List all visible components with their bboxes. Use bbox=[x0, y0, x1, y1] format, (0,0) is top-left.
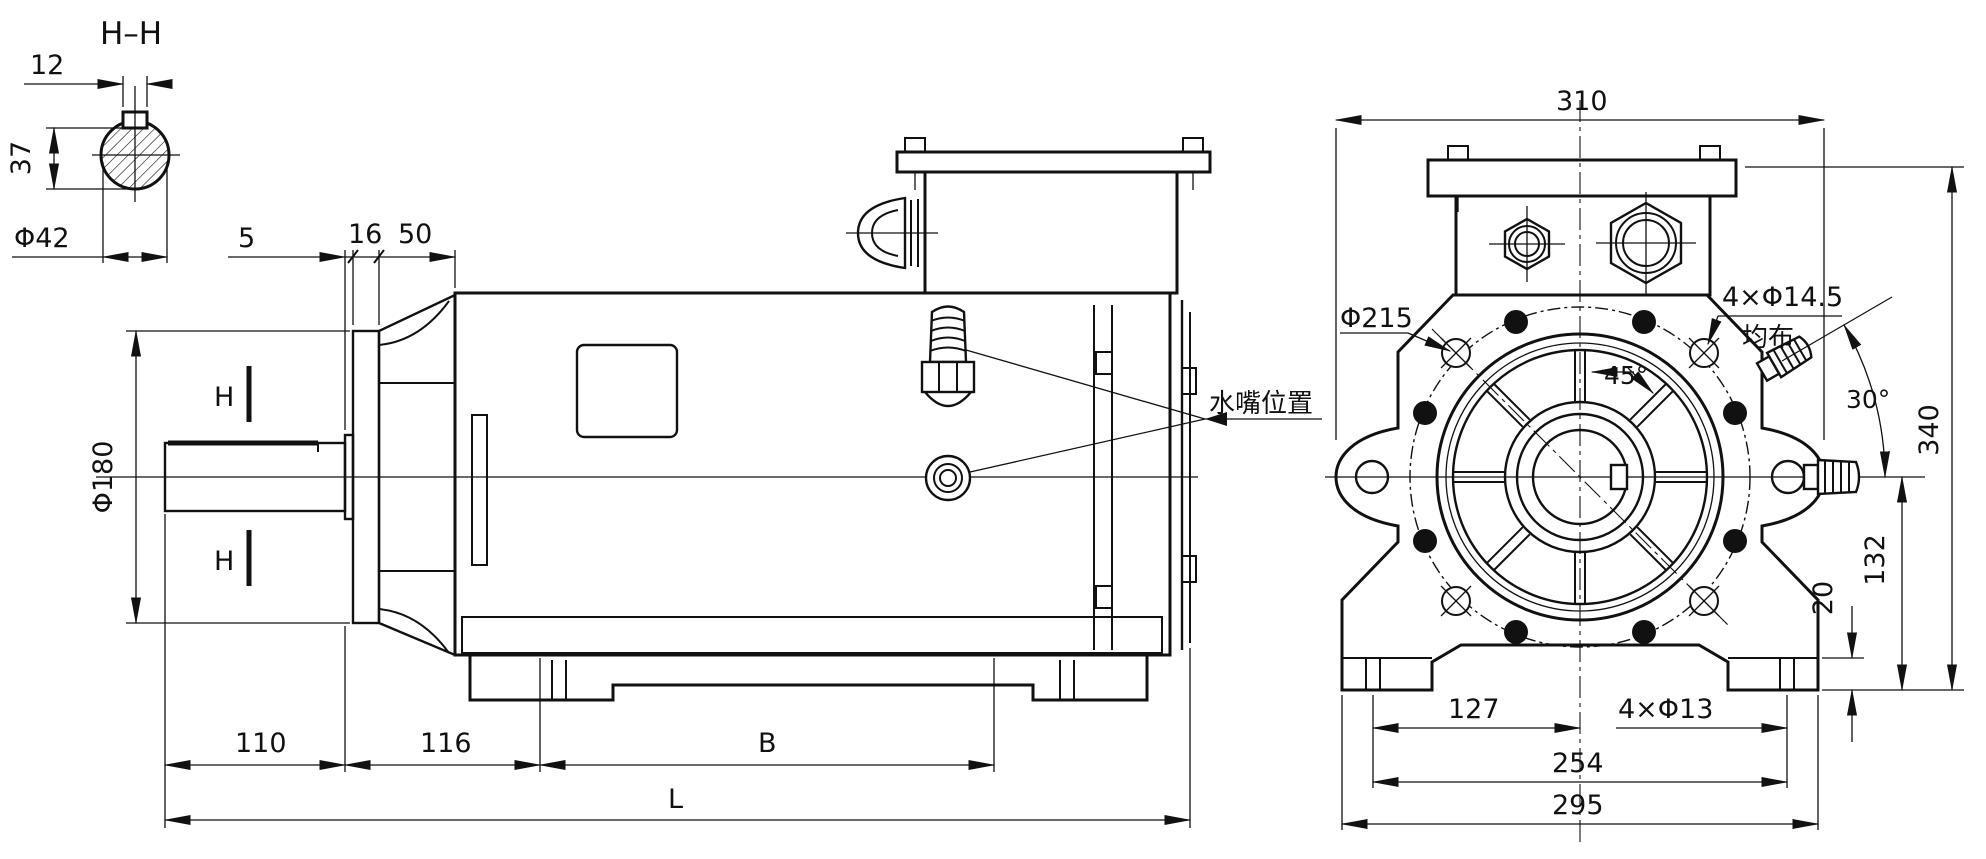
terminal-box-lid-front bbox=[1426, 158, 1738, 198]
flange-holes bbox=[1440, 337, 1720, 617]
feet-side bbox=[468, 655, 1149, 702]
dim-bell-length: 50 bbox=[398, 219, 432, 250]
dim-foot-hole-span: 254 bbox=[1552, 748, 1604, 779]
dim-foot-holes: 4×Φ13 bbox=[1618, 694, 1713, 725]
dim-shaft-diameter: Φ42 bbox=[14, 223, 70, 254]
bolt-head bbox=[1095, 351, 1113, 375]
spoke-ring bbox=[1451, 348, 1709, 606]
dim-flange-holes: 4×Φ14.5 bbox=[1722, 282, 1843, 313]
diagonal-centerline-45 bbox=[1431, 328, 1729, 626]
bore-keyway bbox=[1609, 463, 1629, 491]
dim-flange-thickness: 16 bbox=[348, 219, 382, 250]
dim-shaft-extension: 110 bbox=[235, 728, 287, 759]
lid-screw bbox=[1699, 145, 1721, 161]
dim-foot-pad-height: 20 bbox=[1808, 581, 1839, 615]
end-view: 45° 30° Φ215 4×Φ14.5 均布 310 340 132 20 bbox=[1325, 86, 1964, 845]
bolt-head bbox=[1095, 585, 1113, 609]
bolt-head bbox=[1181, 367, 1197, 395]
side-view: H H bbox=[88, 137, 1322, 828]
dim-shoulder: 5 bbox=[238, 223, 255, 254]
dim-width: 310 bbox=[1556, 86, 1608, 117]
gland-large bbox=[1596, 192, 1696, 294]
dim-flange-holes-note: 均布 bbox=[1742, 323, 1794, 353]
stator-slot-front bbox=[471, 414, 488, 566]
bolt-circle bbox=[1409, 306, 1751, 648]
water-nozzle-horizontal bbox=[1802, 458, 1861, 496]
lid-screw bbox=[904, 137, 926, 153]
dim-foot-hole-to-center: 127 bbox=[1448, 694, 1500, 725]
angle-hole-spacing: 45° bbox=[1604, 361, 1648, 390]
section-mark-label-bottom: H bbox=[214, 546, 234, 577]
dim-bolt-circle: Φ215 bbox=[1340, 303, 1413, 334]
spokes bbox=[1454, 351, 1706, 603]
hub-outer bbox=[1503, 400, 1657, 554]
cover-bolts bbox=[1413, 310, 1747, 644]
motor-body bbox=[453, 291, 1172, 657]
end-bell bbox=[377, 293, 457, 657]
water-nozzle-label: 水嘴位置 bbox=[1209, 389, 1313, 419]
dim-key-height: 37 bbox=[6, 141, 37, 175]
dim-center-to-base: 132 bbox=[1860, 534, 1891, 586]
angle-nozzle: 30° bbox=[1846, 385, 1890, 414]
dim-total-length: L bbox=[668, 784, 683, 815]
section-title: H–H bbox=[100, 16, 162, 52]
dim-base-width: 295 bbox=[1552, 790, 1604, 821]
dim-front-section: 116 bbox=[420, 728, 472, 759]
terminal-box-lid-side bbox=[895, 150, 1212, 174]
water-nozzle-side bbox=[920, 305, 976, 408]
section-mark-label-top: H bbox=[214, 382, 234, 413]
bolt-head bbox=[1181, 555, 1197, 583]
dim-total-height: 340 bbox=[1914, 404, 1945, 456]
dim-flange-diameter: Φ180 bbox=[88, 441, 119, 514]
gland-small bbox=[1489, 206, 1565, 282]
terminal-box-side bbox=[923, 170, 1179, 295]
cooling-channel bbox=[461, 616, 1163, 654]
lid-screw bbox=[1447, 145, 1469, 161]
cable-gland bbox=[846, 196, 938, 270]
lid-screw bbox=[1182, 137, 1204, 153]
hub-inner bbox=[1515, 412, 1645, 542]
flange-rim bbox=[1435, 332, 1725, 622]
terminal-box-front bbox=[1454, 194, 1712, 297]
water-nozzle-end-on bbox=[924, 454, 972, 502]
nameplate bbox=[575, 343, 679, 439]
section-detail-hh: H–H 12 37 Φ42 bbox=[6, 16, 180, 263]
ear-hole-left bbox=[1354, 459, 1390, 495]
dim-key-width: 12 bbox=[30, 50, 64, 81]
dim-body-length: B bbox=[758, 728, 777, 759]
